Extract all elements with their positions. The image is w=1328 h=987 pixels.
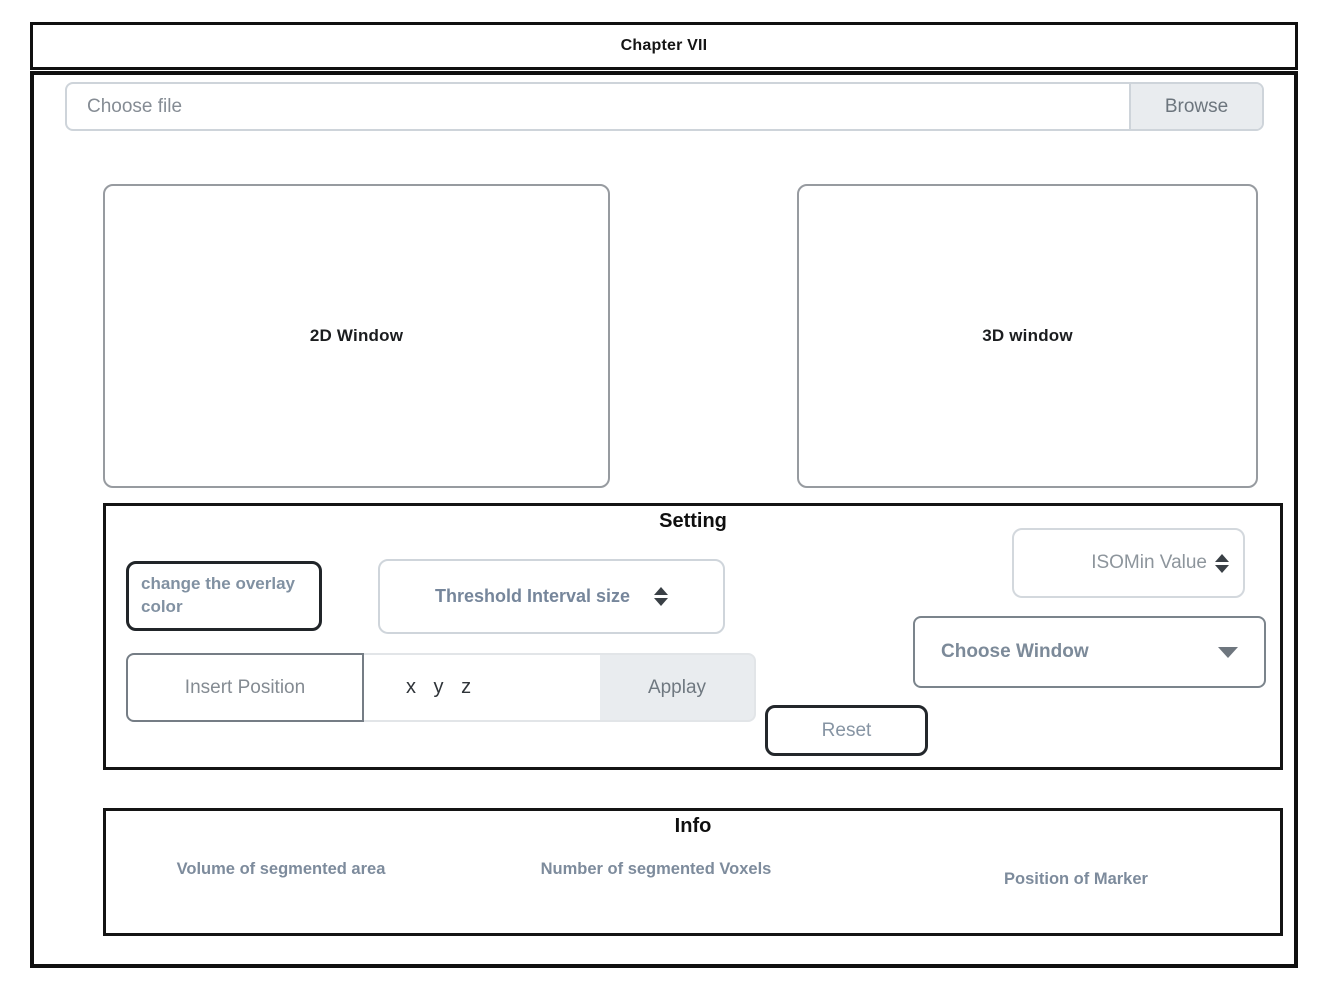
page-title: Chapter VII [620,37,708,54]
caret-down-icon [1218,646,1238,658]
isomin-value-spinner[interactable]: ISOMin Value [1012,528,1245,598]
choose-window-dropdown[interactable]: Choose Window [913,616,1266,688]
info-position-of-marker: Position of Marker [1004,870,1148,888]
updown-spinner-icon[interactable] [654,587,669,606]
info-volume-of-segmented-area: Volume of segmented area [176,860,386,878]
setting-section: Setting change the overlay color Thresho… [103,503,1283,770]
viewport-3d-window[interactable]: 3D window [797,184,1258,488]
info-section: Info Volume of segmented area Number of … [103,808,1283,936]
info-section-title: Info [674,815,712,837]
browse-button[interactable]: Browse [1129,84,1262,129]
viewport-3d-label: 3D window [982,326,1073,345]
info-number-of-segmented-voxels: Number of segmented Voxels [540,860,772,878]
file-picker: Choose file Browse [65,82,1264,131]
setting-section-title: Setting [659,510,727,532]
file-input[interactable]: Choose file [87,95,183,117]
apply-button[interactable]: Applay [600,653,756,722]
title-bar: Chapter VII [30,22,1298,70]
updown-spinner-icon[interactable] [1215,553,1229,573]
threshold-interval-label: Threshold Interval size [434,586,631,606]
insert-position-button[interactable]: Insert Position [126,653,364,722]
isomin-value-label: ISOMin Value [1091,552,1207,573]
viewport-2d-window[interactable]: 2D Window [103,184,610,488]
viewport-2d-label: 2D Window [309,326,404,345]
insert-position-group: Insert Position x y z Applay [126,653,756,722]
choose-window-label: Choose Window [941,641,1089,662]
threshold-interval-spinner[interactable]: Threshold Interval size [378,559,725,634]
change-overlay-color-button[interactable]: change the overlay color [126,561,322,631]
position-xyz-input[interactable]: x y z [364,653,600,722]
reset-button[interactable]: Reset [765,705,928,756]
